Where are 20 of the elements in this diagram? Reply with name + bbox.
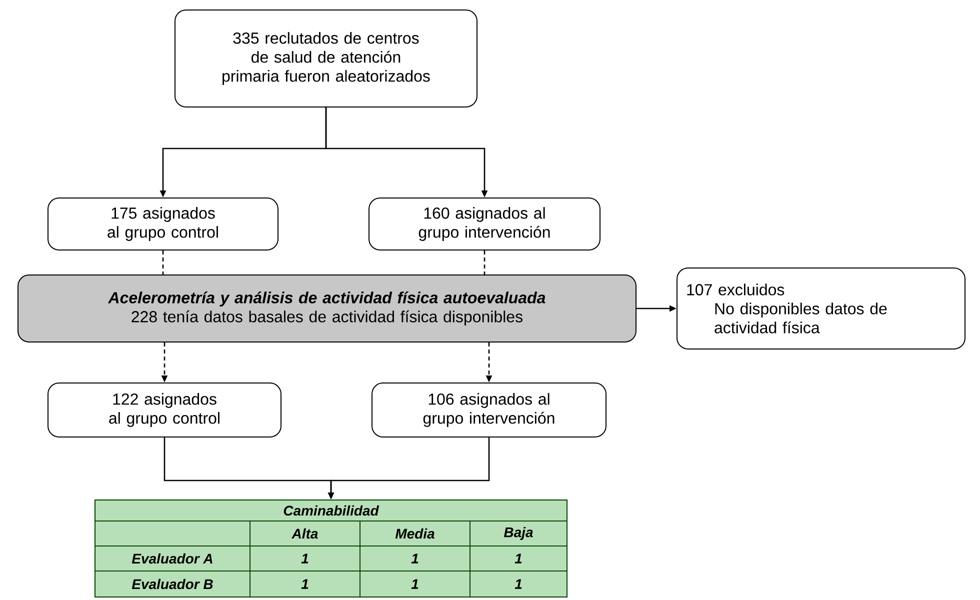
exclusion-box: 107 excluidos No disponibles datos de actividad física <box>676 268 966 350</box>
table-cell: 1 <box>360 570 470 598</box>
table-cell: 1 <box>470 570 568 598</box>
process-box: 122 asignados al grupo control <box>48 382 282 438</box>
process-box: 106 asignados al grupo intervención <box>372 382 606 438</box>
table-cell: Caminabilidad <box>94 500 568 522</box>
table-cell: Evaluador B <box>94 570 250 598</box>
table-cell: 1 <box>470 546 568 572</box>
process-box: 175 asignados al grupo control <box>48 198 278 250</box>
table-cell: 1 <box>360 546 470 572</box>
data-table <box>94 500 568 598</box>
process-box: 335 reclutados de centros de salud de atención primaria fueron aleatorizados <box>174 10 478 108</box>
table-cell: Alta <box>250 520 360 546</box>
table-cell: Evaluador A <box>94 546 250 572</box>
table-cell: Baja <box>470 520 568 546</box>
process-box: 160 asignados al grupo intervención <box>368 198 600 250</box>
table-cell: 1 <box>250 570 360 598</box>
table-cell: 1 <box>250 546 360 572</box>
table-cell: Media <box>360 520 470 546</box>
analysis-box: Acelerometría y análisis de actividad física autoevaluada 228 tenía datos basales de actividad física disponibles <box>18 274 636 342</box>
